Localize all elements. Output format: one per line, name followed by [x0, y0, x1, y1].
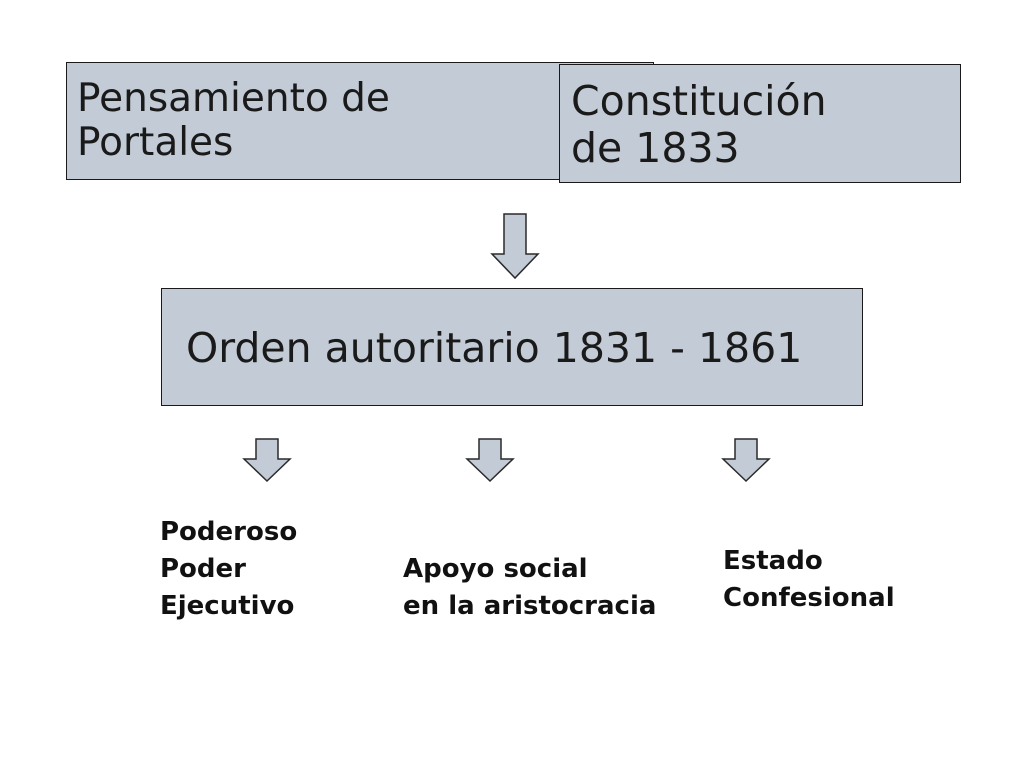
- box-orden-autoritario: Orden autoritario 1831 - 1861: [161, 288, 863, 406]
- box-orden-label: Orden autoritario 1831 - 1861: [186, 324, 803, 372]
- down-arrow-icon: [465, 438, 515, 483]
- box-constitucion-1833: Constitución de 1833: [559, 64, 961, 183]
- outcome-estado-confesional: Estado Confesional: [723, 546, 895, 613]
- box-constitucion-label: Constitución de 1833: [571, 77, 827, 172]
- down-arrow-icon: [490, 213, 540, 280]
- box-pensamiento-de-portales: Pensamiento de Portales: [66, 62, 654, 180]
- down-arrow-icon: [721, 438, 771, 483]
- outcome-poder-ejecutivo: Poderoso Poder Ejecutivo: [160, 517, 298, 621]
- down-arrow-icon: [242, 438, 292, 483]
- box-pensamiento-label: Pensamiento de Portales: [77, 76, 390, 166]
- outcome-apoyo-social: Apoyo social en la aristocracia: [403, 554, 657, 621]
